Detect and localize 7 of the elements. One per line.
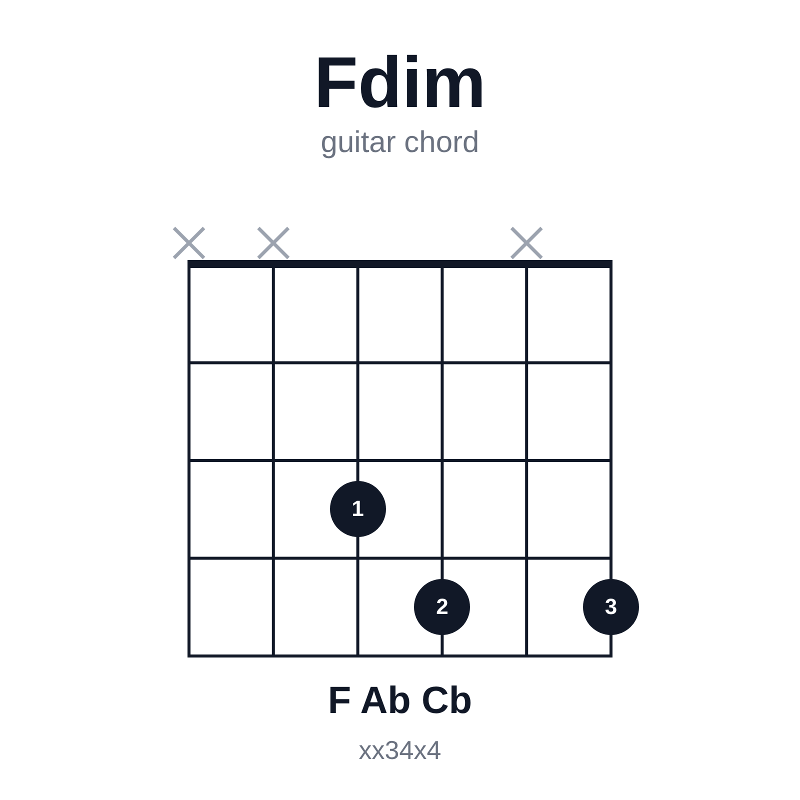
fingering-code: xx34x4 xyxy=(358,735,442,766)
subtitle: guitar chord xyxy=(320,126,480,160)
note-names: F Ab Cb xyxy=(328,680,472,723)
finger-dot: 1 xyxy=(330,481,386,538)
finger-dot: 3 xyxy=(583,579,639,636)
finger-dot: 2 xyxy=(414,579,470,636)
chord-title: Fdim xyxy=(314,42,486,124)
